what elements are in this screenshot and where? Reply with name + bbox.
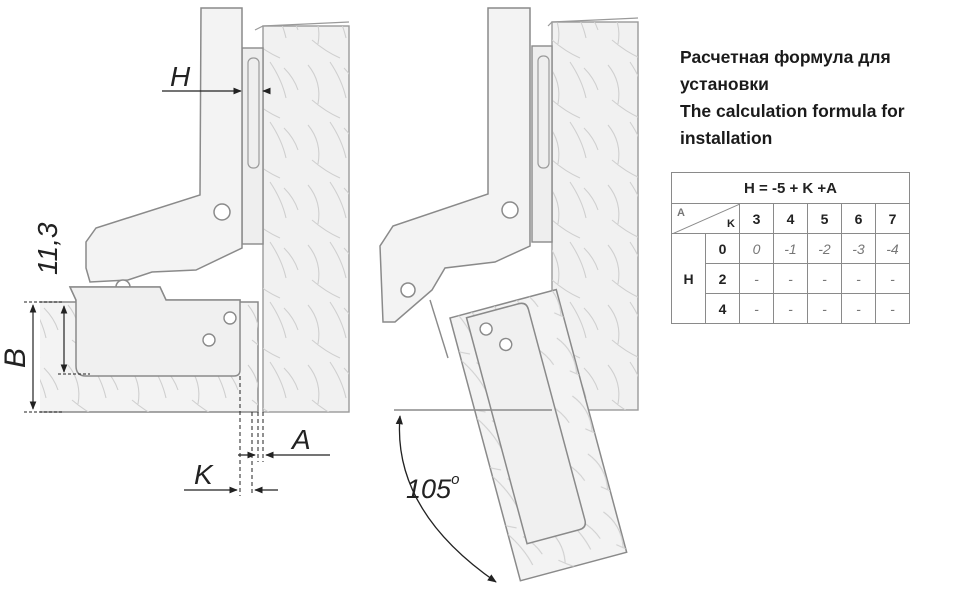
dim-label-a: A: [290, 424, 311, 455]
dim-label-b: B: [0, 348, 32, 368]
opening-angle-arc: [395, 415, 497, 583]
dim-label-k: K: [194, 459, 214, 490]
table-row: 4 - - - - -: [672, 293, 910, 324]
h-value-cell: -4: [875, 233, 910, 264]
table-corner-cell: A K: [671, 203, 740, 234]
a-value: 4: [705, 293, 740, 324]
caption-line: The calculation formula for: [680, 101, 905, 121]
arm-rivet: [501, 201, 519, 219]
h-value-cell: -: [739, 263, 774, 294]
h-value-cell: -: [875, 263, 910, 294]
k-header: 4: [773, 203, 808, 234]
formula-header: H = -5 + K +A: [671, 172, 910, 204]
k-header: 5: [807, 203, 842, 234]
h-value-cell: -: [841, 263, 876, 294]
hinge-arm: [85, 7, 243, 283]
dim-label-h: H: [170, 61, 191, 92]
hinge-cup: [68, 286, 241, 377]
caption-line: Расчетная формула для: [680, 47, 891, 67]
h-value-cell: -2: [807, 233, 842, 264]
h-value-cell: -: [807, 293, 842, 324]
a-value: 2: [705, 263, 740, 294]
dim-label-overlap: 11,3: [32, 222, 63, 275]
k-header: 6: [841, 203, 876, 234]
h-value-cell: 0: [739, 233, 774, 264]
h-value-cell: -: [773, 263, 808, 294]
hinge-cup: [465, 302, 587, 545]
closed-hinge-view: H B 11,3 A K: [0, 7, 350, 496]
h-value-cell: -1: [773, 233, 808, 264]
h-value-cell: -3: [841, 233, 876, 264]
mounting-plate: [241, 47, 264, 245]
caption-line: установки: [680, 74, 769, 94]
k-header: 7: [875, 203, 910, 234]
corner-label-k: K: [727, 218, 735, 230]
caption-line: installation: [680, 128, 773, 148]
h-value-cell: -: [773, 293, 808, 324]
a-value: 0: [705, 233, 740, 264]
formula-caption: Расчетная формула для установки The calc…: [680, 44, 950, 152]
table-row: 2 - - - - -: [672, 263, 910, 294]
arm-rivet: [213, 203, 231, 221]
h-value-cell: -: [841, 293, 876, 324]
corner-label-a: A: [677, 207, 685, 219]
h-row-label: H: [671, 233, 706, 324]
opening-angle-label: 105o: [406, 471, 459, 504]
installation-formula-table: H = -5 + K +A A K 3 4 5 6 7 H 0 0 -1 -2 …: [671, 172, 910, 324]
h-value-cell: -: [875, 293, 910, 324]
hinge-arm: [379, 7, 531, 323]
h-value-cell: -: [807, 263, 842, 294]
k-header: 3: [739, 203, 774, 234]
open-hinge-view: 105o: [379, 7, 639, 583]
table-row: H 0 0 -1 -2 -3 -4: [671, 233, 910, 324]
mounting-plate: [531, 45, 553, 243]
h-value-cell: -: [739, 293, 774, 324]
